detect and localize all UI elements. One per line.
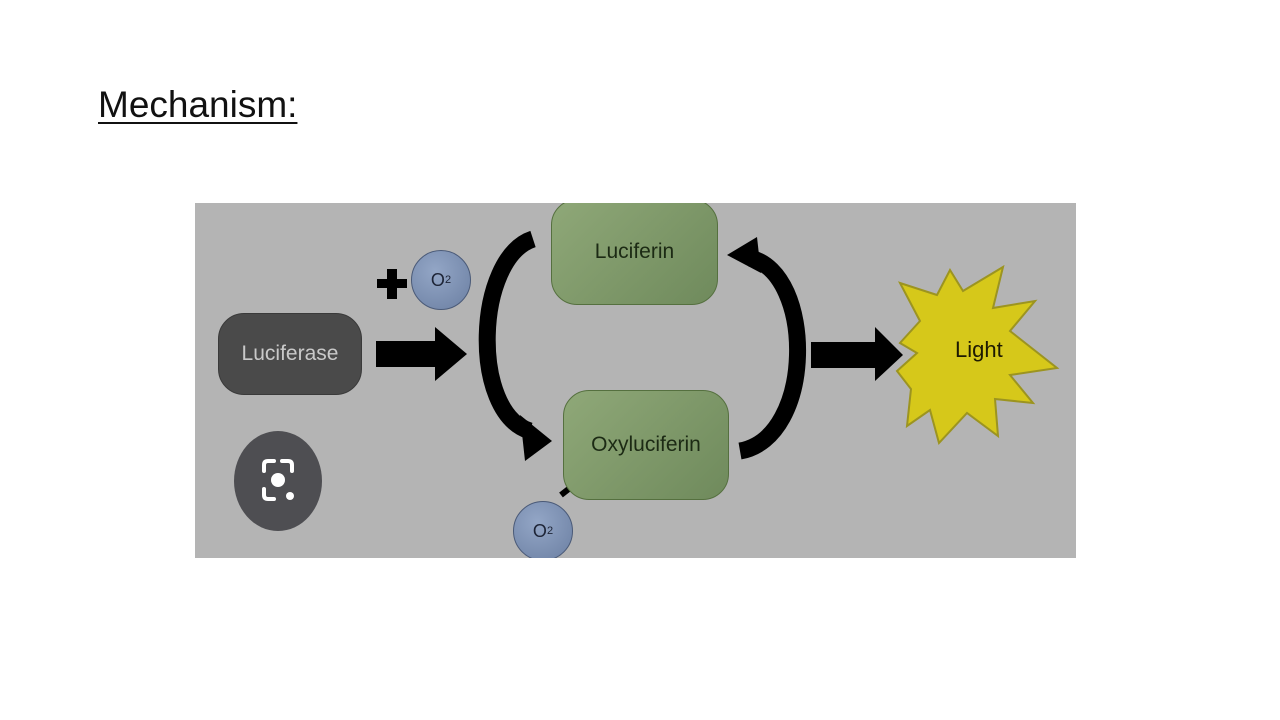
light-label: Light: [955, 337, 1003, 362]
google-lens-button[interactable]: [234, 431, 322, 531]
oxygen-symbol: O: [532, 520, 547, 541]
arrowhead-left-arc: [520, 415, 552, 461]
luciferin-node: Luciferin: [551, 203, 718, 305]
arrow-luciferin-to-oxyluciferin: [478, 230, 537, 440]
plus-icon: [377, 269, 407, 299]
arrow-luciferase-to-cycle: [376, 327, 467, 381]
arrow-cycle-to-light: [811, 327, 903, 381]
google-lens-icon: [262, 459, 294, 501]
arrowhead-right-arc: [727, 237, 761, 273]
slide-title: Mechanism:: [98, 84, 298, 125]
luciferase-node: Luciferase: [218, 313, 362, 395]
light-starburst: [895, 264, 1060, 445]
oxygen-symbol: O: [430, 269, 445, 290]
oxygen-subscript: 2: [444, 274, 452, 286]
oxygen-subscript: 2: [546, 525, 554, 537]
oxyluciferin-node: Oxyluciferin: [563, 390, 729, 500]
arrow-oxyluciferin-to-luciferin: [737, 249, 806, 460]
diagram-arrows: [376, 230, 1060, 498]
